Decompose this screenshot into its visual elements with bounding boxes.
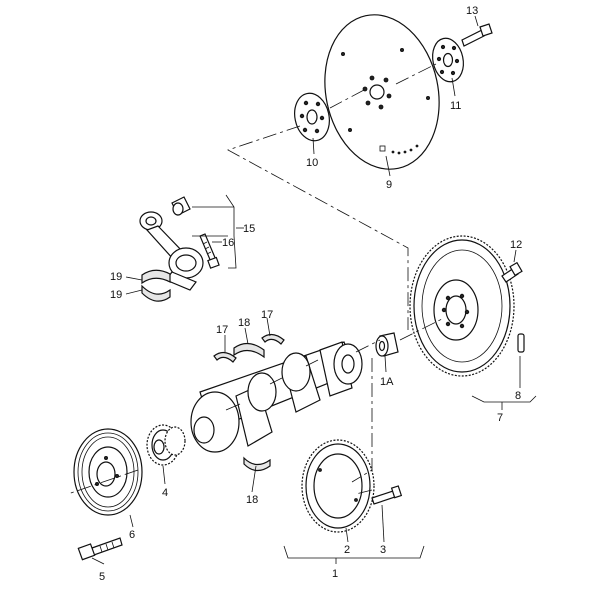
callout-8: 8 [515,390,521,402]
callout-18-upper: 18 [238,317,250,329]
rod-bearing-shell-lower [141,284,171,302]
connecting-rod [139,211,204,291]
washer-plate-10 [294,92,330,142]
thrust-washer-17-right [261,333,285,345]
callout-1a: 1A [380,376,394,388]
callout-4: 4 [162,487,168,499]
main-bearing-shell-lower [243,456,271,472]
callout-15: 15 [243,223,255,235]
rod-bearing-shell-upper [141,269,171,285]
washer-plate-11 [432,37,464,83]
thrust-washer-17-left [213,351,237,363]
main-bearing-shell-upper [233,342,265,359]
callout-17-right: 17 [261,309,273,321]
callout-2: 2 [344,544,350,556]
callout-3: 3 [380,544,386,556]
flywheel-bolt-12 [501,261,523,283]
vibration-damper-pulley [73,428,143,516]
callout-labels: 13 11 10 9 15 16 19 19 12 17 18 17 1A 8 … [99,5,522,583]
flex-plate [324,14,440,170]
pilot-bushing-1a [375,332,399,357]
callout-16: 16 [222,237,234,249]
rod-bolt-16 [199,233,220,269]
sensor-ring-gear [301,439,375,533]
dowel-pin-8 [517,333,525,353]
callout-5: 5 [99,571,105,583]
leader-lines [91,15,537,565]
assembly-axis-lines [67,63,445,495]
piston-pin-bushing [171,196,191,216]
callout-10: 10 [306,157,318,169]
callout-13: 13 [466,5,478,17]
callout-9: 9 [386,179,392,191]
dual-mass-flywheel [409,235,515,377]
callout-11: 11 [450,100,461,112]
callout-19-upper: 19 [110,271,122,283]
callout-19-lower: 19 [110,289,122,301]
ring-gear-bolt-3 [371,485,403,505]
callout-1: 1 [332,568,338,580]
callout-18-lower: 18 [246,494,258,506]
pulley-bolt-5 [77,537,123,561]
crankshaft [190,341,363,453]
crank-sprocket [146,424,186,466]
callout-6: 6 [129,529,135,541]
callout-17-left: 17 [216,324,228,336]
callout-12: 12 [510,239,522,251]
bolt-13 [461,23,493,47]
callout-7: 7 [497,412,503,424]
